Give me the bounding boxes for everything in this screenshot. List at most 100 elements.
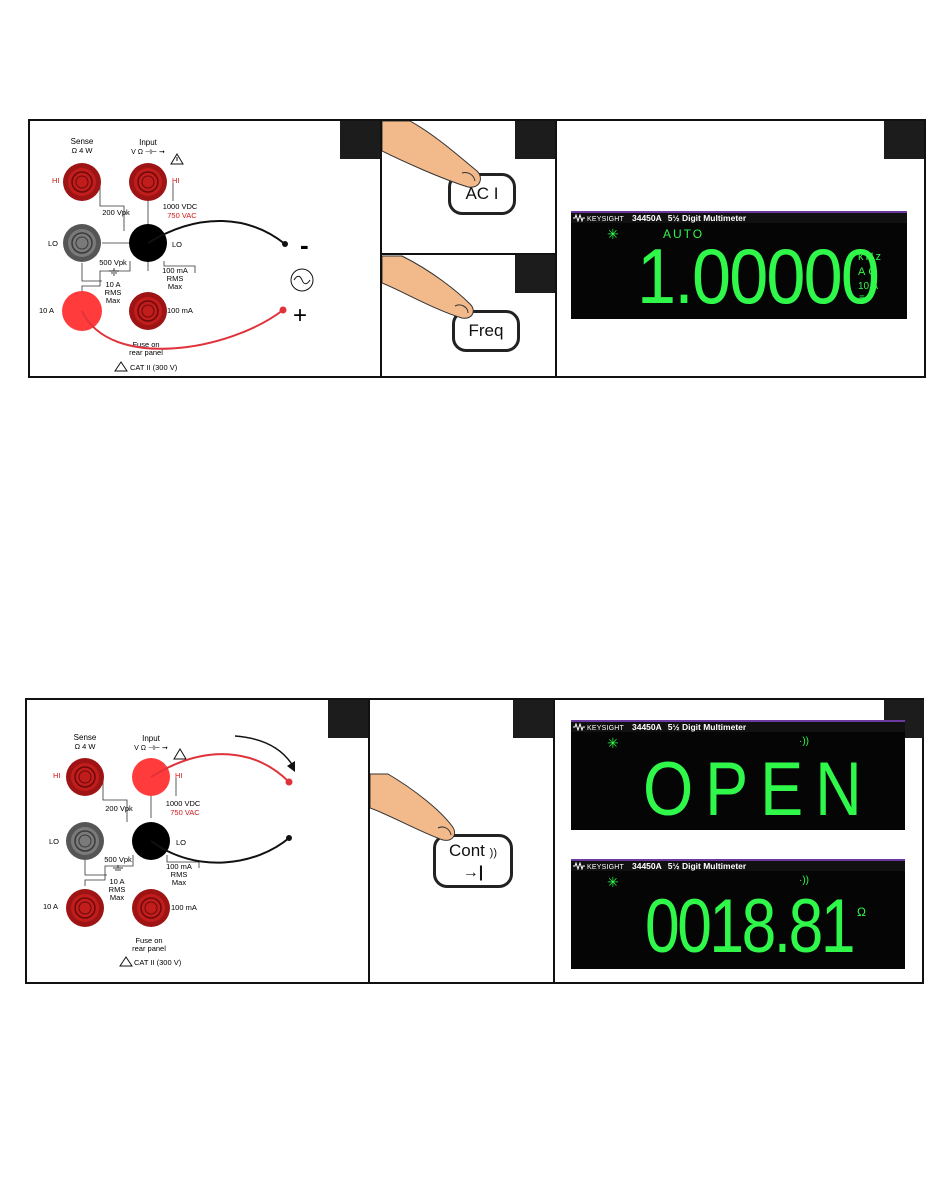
step-tab: [515, 255, 555, 293]
vdc1000-label: 1000 VDC: [166, 799, 201, 808]
sense-lo-terminal[interactable]: [66, 822, 104, 860]
figure-continuity-test: Sense Ω 4 W Input V Ω ⊣⊢ ➞ HI HI 200 Vpk…: [25, 698, 924, 984]
ma100-terminal[interactable]: [132, 889, 170, 927]
cat-warning-icon: [119, 956, 133, 967]
description-label: 5½ Digit Multimeter: [667, 861, 747, 871]
fuse-line1: Fuse on: [132, 340, 159, 349]
status-indicator-icon: ≡: [859, 293, 865, 304]
sense-lo-terminal[interactable]: [63, 224, 101, 262]
lcd-display-frequency: KEYSIGHT 34450A 5½ Digit Multimeter ✳ AUTO…: [571, 211, 907, 320]
cat-warning-icon: [114, 361, 128, 372]
description-label: 5½ Digit Multimeter: [667, 213, 747, 223]
ma100-rms-line3: Max: [172, 878, 186, 887]
lo-label-right: LO: [172, 240, 182, 249]
sense-hi-terminal[interactable]: [63, 163, 101, 201]
minus-sign: -: [300, 230, 309, 260]
unit-label: Ω: [857, 905, 866, 919]
ac-source-icon: [290, 268, 314, 292]
terminal-label: 10 A: [858, 281, 879, 292]
sense-hi-terminal[interactable]: [66, 758, 104, 796]
ma100-rms-line1: 100 mA: [162, 266, 188, 275]
sense-label: Sense: [74, 733, 97, 742]
step-tab: [328, 700, 368, 738]
lo-label-right: LO: [176, 838, 186, 847]
step-tab: [340, 121, 380, 159]
remote-indicator-icon: ✳: [607, 735, 619, 751]
hi-label-right: HI: [172, 176, 180, 185]
panel-divider: [380, 121, 382, 376]
a10-rms-line3: Max: [110, 893, 124, 902]
ma100-rms-line1: 100 mA: [166, 862, 192, 871]
ma100-rms-line3: Max: [168, 282, 182, 291]
warning-icon: [173, 748, 187, 760]
continuity-button[interactable]: Cont )) →|: [433, 834, 513, 888]
input-sub-label: V Ω ⊣⊢ ➞: [134, 745, 168, 752]
sense-sub-label: Ω 4 W: [71, 146, 93, 155]
panel-divider: [382, 253, 555, 255]
model-label: 34450A: [632, 861, 662, 871]
input-hi-terminal[interactable]: [129, 163, 167, 201]
brand-label: KEYSIGHT: [587, 864, 624, 871]
ma100-rms-line2: RMS: [167, 274, 184, 283]
input-label: Input: [139, 138, 158, 147]
continuity-button-label: Cont )): [449, 840, 497, 860]
a10-terminal[interactable]: [66, 889, 104, 927]
a10-rms-line2: RMS: [105, 288, 122, 297]
vdc1000-label: 1000 VDC: [163, 202, 198, 211]
hi-label-left: HI: [52, 176, 60, 185]
vac750-label: 750 VAC: [170, 808, 200, 817]
display-panel: KEYSIGHT 34450A 5½ Digit Multimeter ✳ AUTO…: [557, 121, 924, 376]
sense-label: Sense: [71, 137, 94, 146]
keysight-logo-icon: [573, 723, 585, 731]
vpk500-label: 500 Vpk: [104, 855, 132, 864]
model-label: 34450A: [632, 722, 662, 732]
ma100-terminal[interactable]: [129, 292, 167, 330]
vpk200-label: 200 Vpk: [105, 804, 133, 813]
a10-label: 10 A: [39, 306, 54, 315]
a10-label: 10 A: [43, 902, 58, 911]
a10-rms-line1: 10 A: [105, 280, 120, 289]
range-label: AUTO: [663, 227, 705, 241]
sense-sub-label: Ω 4 W: [74, 742, 96, 751]
hi-label-left: HI: [53, 771, 61, 780]
model-label: 34450A: [632, 213, 662, 223]
remote-indicator-icon: ✳: [607, 226, 619, 242]
pointing-finger-icon: [382, 121, 481, 319]
ma100-label: 100 mA: [171, 903, 197, 912]
brand-label: KEYSIGHT: [587, 725, 624, 732]
unit-label: kHz: [858, 251, 883, 263]
black-probe-tip: [286, 835, 292, 841]
step-tab: [515, 121, 555, 159]
mode-label: AC: [858, 266, 880, 278]
main-reading: OPEN: [643, 747, 874, 832]
aci-button-label: AC I: [465, 184, 499, 203]
brand-label: KEYSIGHT: [587, 216, 624, 223]
terminal-panel: Sense Ω 4 W Input V Ω ⊣⊢ ➞ HI HI 200 Vpk…: [30, 121, 380, 376]
beep-indicator-icon: ·)): [799, 875, 809, 886]
diode-icon: →|: [462, 863, 484, 881]
keysight-logo-icon: [573, 862, 585, 870]
remote-indicator-icon: ✳: [607, 874, 619, 890]
lcd-header: KEYSIGHT 34450A 5½ Digit Multimeter: [571, 211, 907, 223]
step-tab: [513, 700, 553, 738]
figure-frequency-measurement: Sense Ω 4 W Input V Ω ⊣⊢ ➞ HI HI 200 Vpk…: [28, 119, 926, 378]
black-probe-lead: [150, 837, 290, 864]
a10-rms-line3: Max: [106, 296, 120, 305]
connect-arrow-icon: [234, 735, 294, 767]
freq-button-label: Freq: [468, 321, 504, 340]
input-sub-label: V Ω ⊣⊢ ➞: [131, 149, 165, 156]
black-probe-lead: [147, 219, 286, 245]
red-probe-lead: [81, 309, 284, 350]
a10-rms-line2: RMS: [109, 885, 126, 894]
keysight-logo-icon: [573, 214, 585, 222]
panel-divider: [368, 700, 370, 982]
terminal-diagram: Sense Ω 4 W Input V Ω ⊣⊢ ➞ HI HI 200 Vpk…: [43, 733, 295, 967]
vpk500-label: 500 Vpk: [99, 258, 127, 267]
cat-label: CAT II (300 V): [130, 363, 178, 372]
vac750-label: 750 VAC: [167, 211, 197, 220]
lo-label-left: LO: [49, 837, 59, 846]
ma100-label: 100 mA: [167, 306, 193, 315]
